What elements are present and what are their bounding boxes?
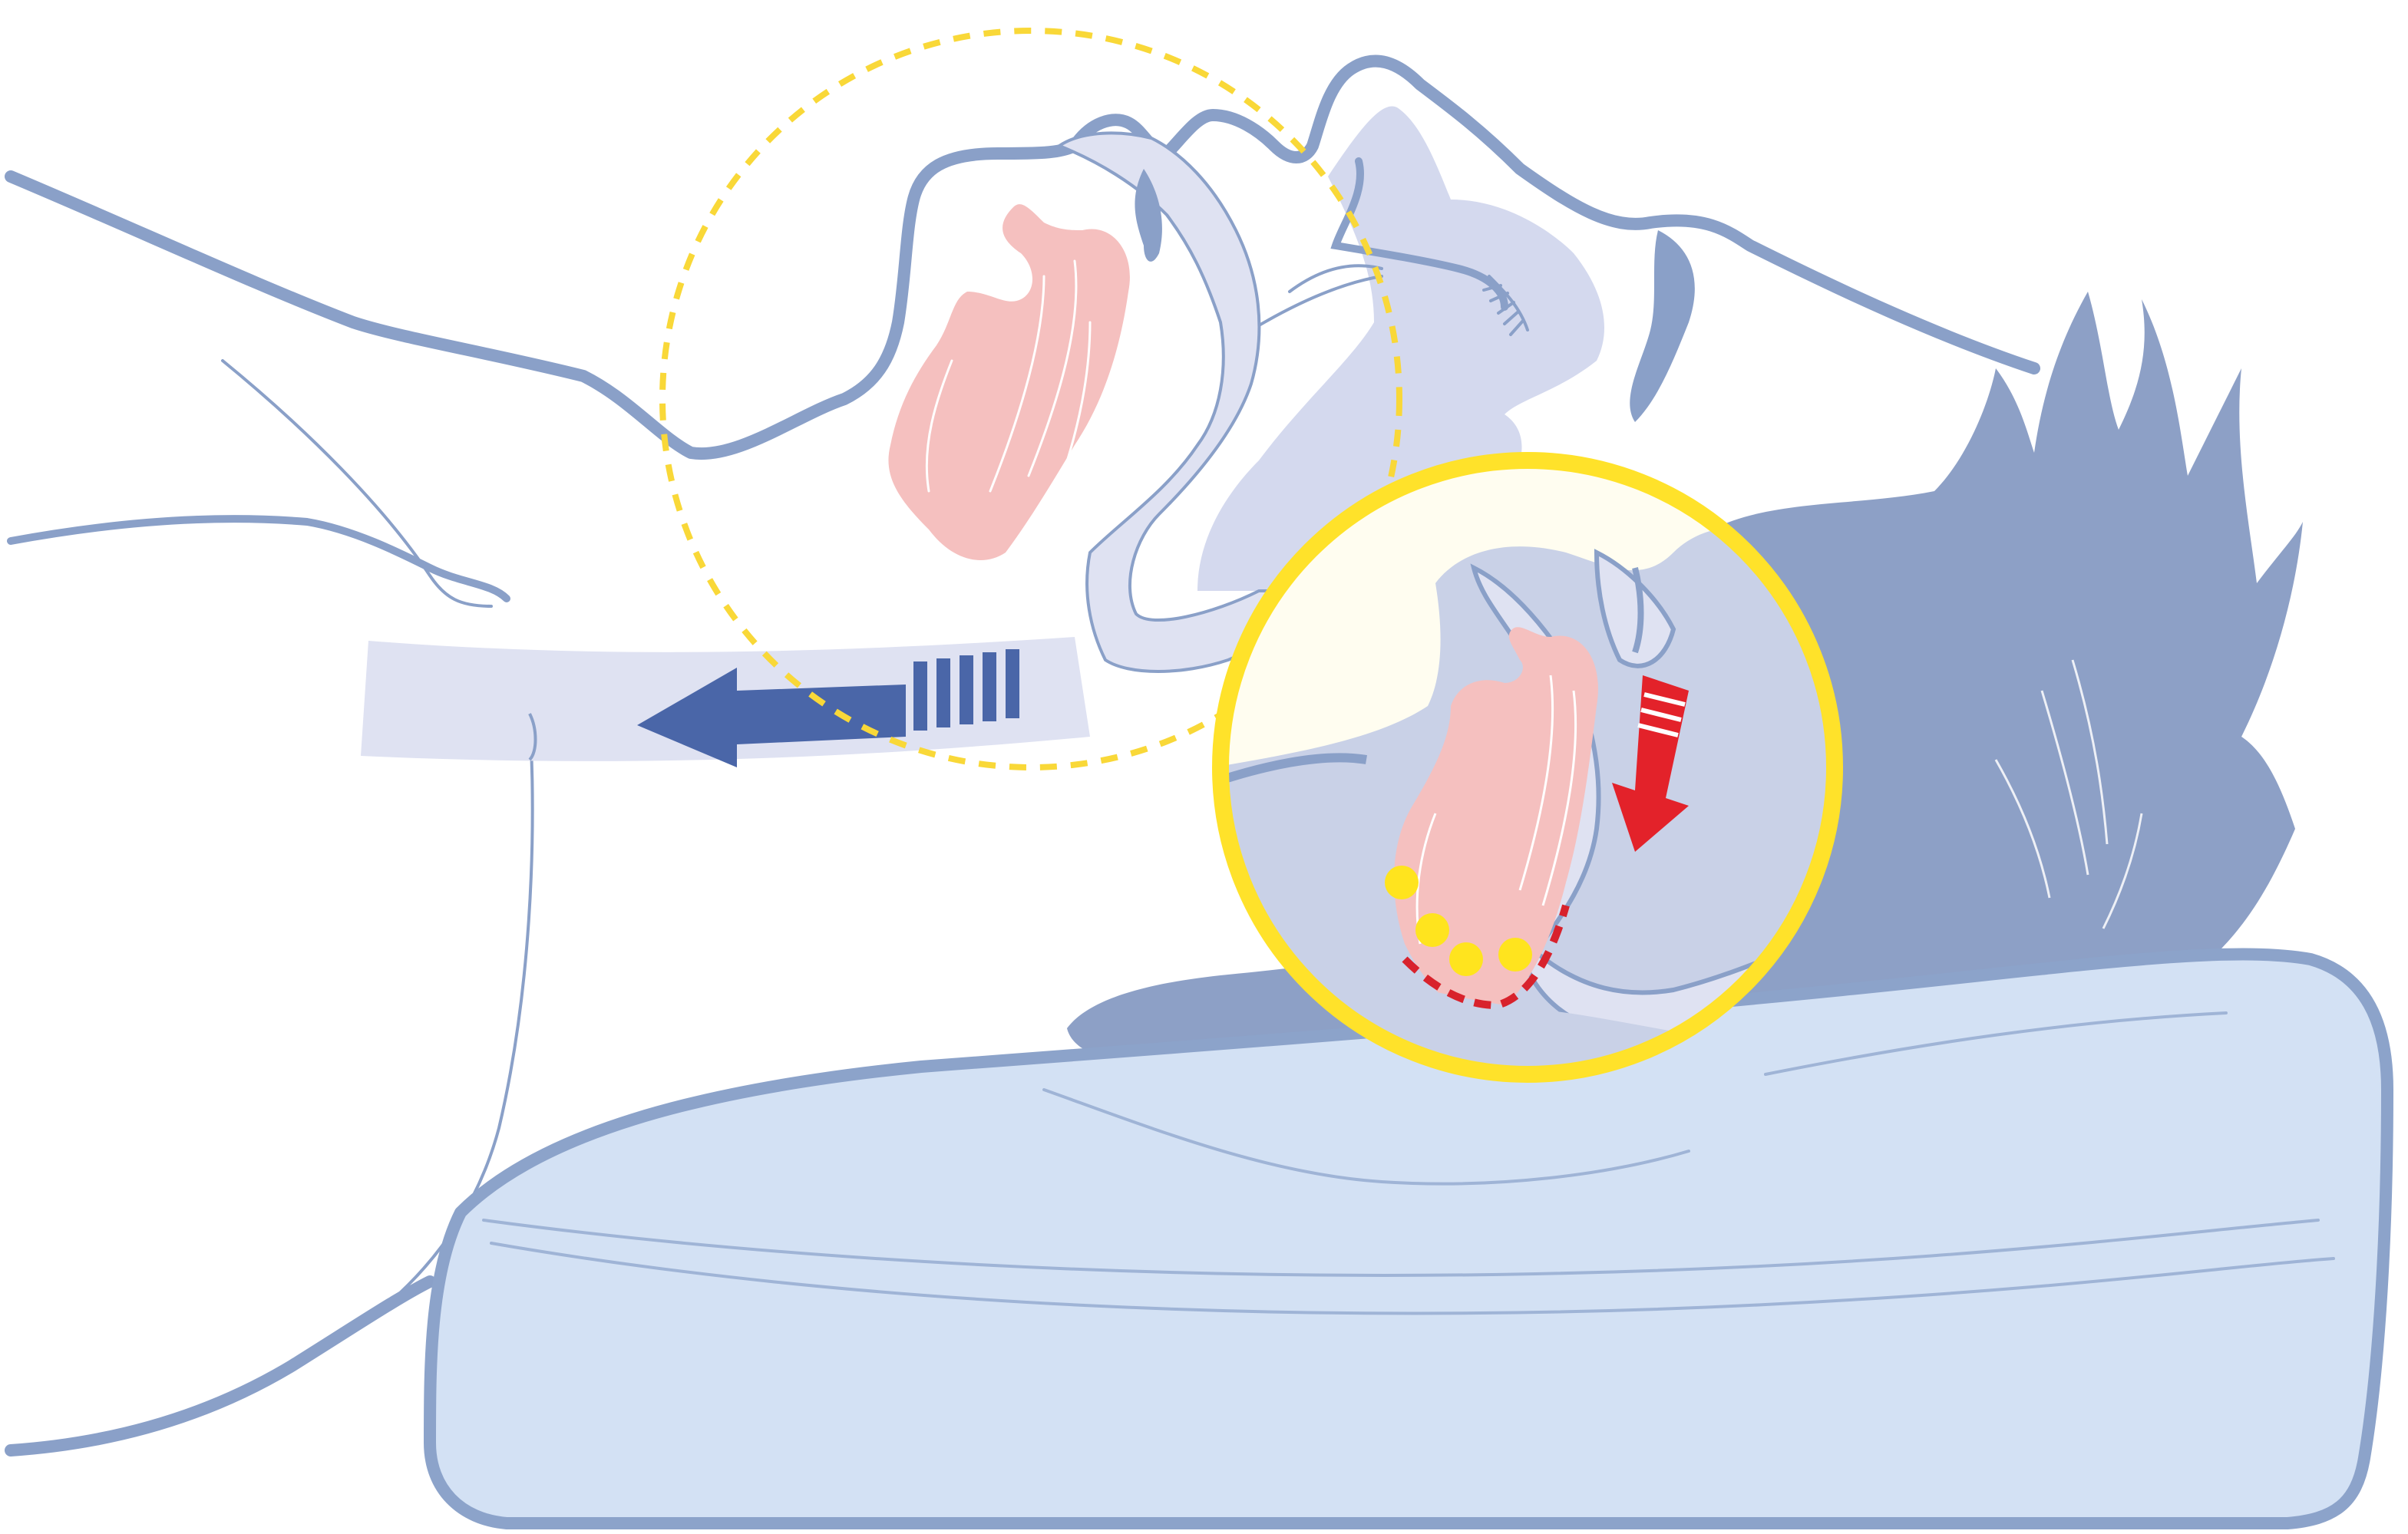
neck-fold-line [223,361,491,606]
shoulder-line [11,519,507,599]
tongue [888,204,1129,560]
ear [1630,230,1695,422]
body-outline [11,1282,430,1450]
face-lines [1251,266,1382,330]
